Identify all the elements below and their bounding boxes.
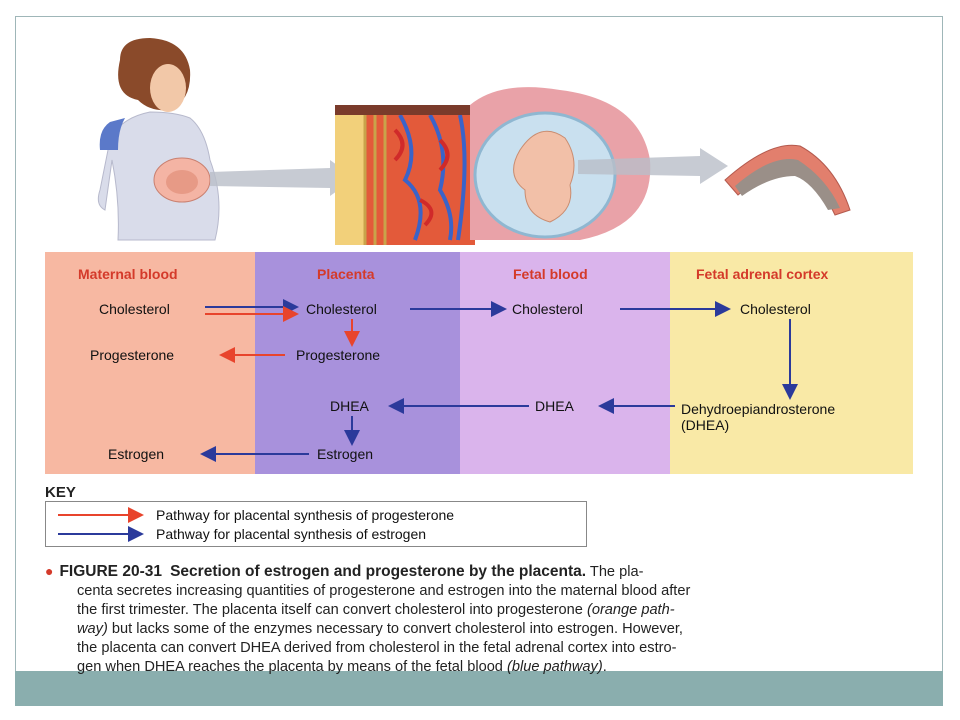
node-fetal-dhea: DHEA	[535, 398, 574, 414]
caption-text-4-italic: way)	[77, 621, 108, 637]
column-maternal-blood	[45, 252, 255, 474]
caption-bullet-icon: ●	[45, 563, 54, 579]
adrenal-gland-illustration	[724, 144, 851, 216]
column-fetal-adrenal-cortex	[670, 252, 913, 474]
placenta-tissue-illustration	[335, 105, 475, 245]
node-placenta-estrogen: Estrogen	[317, 446, 374, 462]
key-progesterone-label: Pathway for placental synthesis of proge…	[156, 507, 455, 523]
caption-text-4: but lacks some of the enzymes necessary …	[107, 621, 683, 637]
key-estrogen-label: Pathway for placental synthesis of estro…	[156, 526, 427, 542]
header-placenta: Placenta	[317, 266, 375, 282]
figure-caption: ● FIGURE 20-31 Secretion of estrogen and …	[45, 562, 915, 677]
pathway-arrows	[200, 299, 798, 462]
caption-text-1: The pla-	[586, 564, 644, 580]
hormone-pathway-diagram: Maternal blood Placenta Fetal blood Feta…	[45, 252, 913, 474]
node-maternal-cholesterol: Cholesterol	[99, 301, 170, 317]
caption-text-3-italic: (orange path-	[586, 602, 675, 618]
caption-text-6-italic: (blue pathway)	[506, 659, 603, 675]
figure-title: Secretion of estrogen and progesterone b…	[170, 563, 587, 580]
key-arrows	[58, 507, 144, 542]
caption-text-6: gen when DHEA reaches the placenta by me…	[77, 659, 507, 675]
node-placenta-progesterone: Progesterone	[296, 347, 381, 363]
node-placenta-dhea: DHEA	[330, 398, 369, 414]
caption-text-6-end: .	[602, 659, 607, 675]
caption-text-5: the placenta can convert DHEA derived fr…	[77, 640, 677, 656]
figure-number: FIGURE 20-31	[59, 563, 162, 580]
column-fetal-blood	[460, 252, 670, 474]
node-adrenal-dhea-abbrev: (DHEA)	[681, 417, 730, 433]
caption-text-2: centa secretes increasing quantities of …	[77, 583, 691, 599]
fetus-in-uterus-illustration	[470, 87, 728, 240]
caption-text-3: the first trimester. The placenta itself…	[77, 602, 587, 618]
node-maternal-progesterone: Progesterone	[90, 347, 175, 363]
anatomy-illustration	[97, 38, 851, 245]
key-title: KEY	[45, 484, 76, 501]
node-placenta-cholesterol: Cholesterol	[306, 301, 377, 317]
node-adrenal-cholesterol: Cholesterol	[740, 301, 811, 317]
header-fetal-blood: Fetal blood	[513, 266, 588, 282]
node-adrenal-dhea: Dehydroepiandrosterone	[681, 401, 836, 417]
pregnant-woman-illustration	[97, 38, 355, 241]
footer-bar	[15, 671, 943, 706]
header-fetal-adrenal-cortex: Fetal adrenal cortex	[696, 266, 829, 282]
node-maternal-estrogen: Estrogen	[108, 446, 165, 462]
node-fetal-cholesterol: Cholesterol	[512, 301, 583, 317]
header-maternal-blood: Maternal blood	[78, 266, 178, 282]
key-box: Pathway for placental synthesis of proge…	[45, 501, 587, 547]
